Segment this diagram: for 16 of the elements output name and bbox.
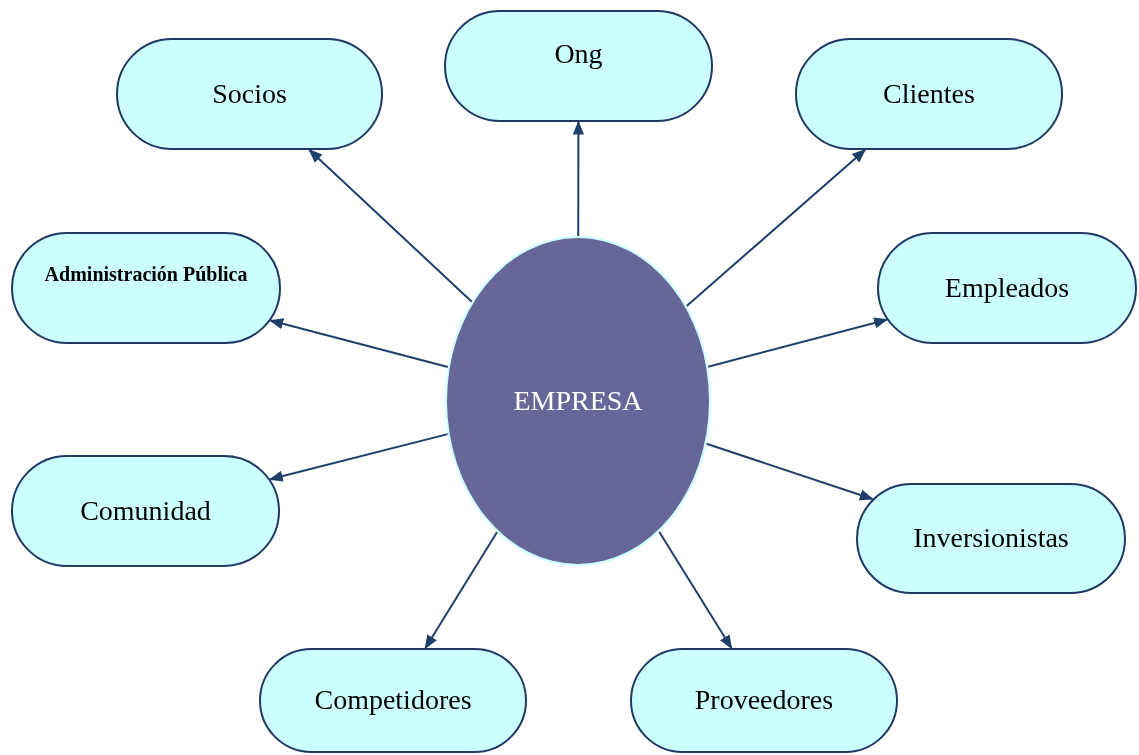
arrow (572, 120, 584, 237)
node-label: Administración Pública (44, 263, 248, 285)
node-label: Socios (212, 78, 287, 110)
arrow (685, 149, 867, 307)
node-label: Competidores (314, 685, 472, 716)
arrow (308, 149, 473, 303)
node-label: Inversionistas (913, 523, 1069, 554)
node-label: Clientes (883, 78, 975, 110)
node-label: Ong (554, 38, 603, 70)
node-label: EMPRESA (513, 385, 643, 417)
node-label: Proveedores (694, 685, 834, 716)
arrow (424, 530, 499, 650)
node-label: Comunidad (80, 495, 211, 527)
node-label: Empleados (944, 272, 1070, 304)
arrow (658, 530, 733, 650)
arrow (705, 442, 874, 501)
